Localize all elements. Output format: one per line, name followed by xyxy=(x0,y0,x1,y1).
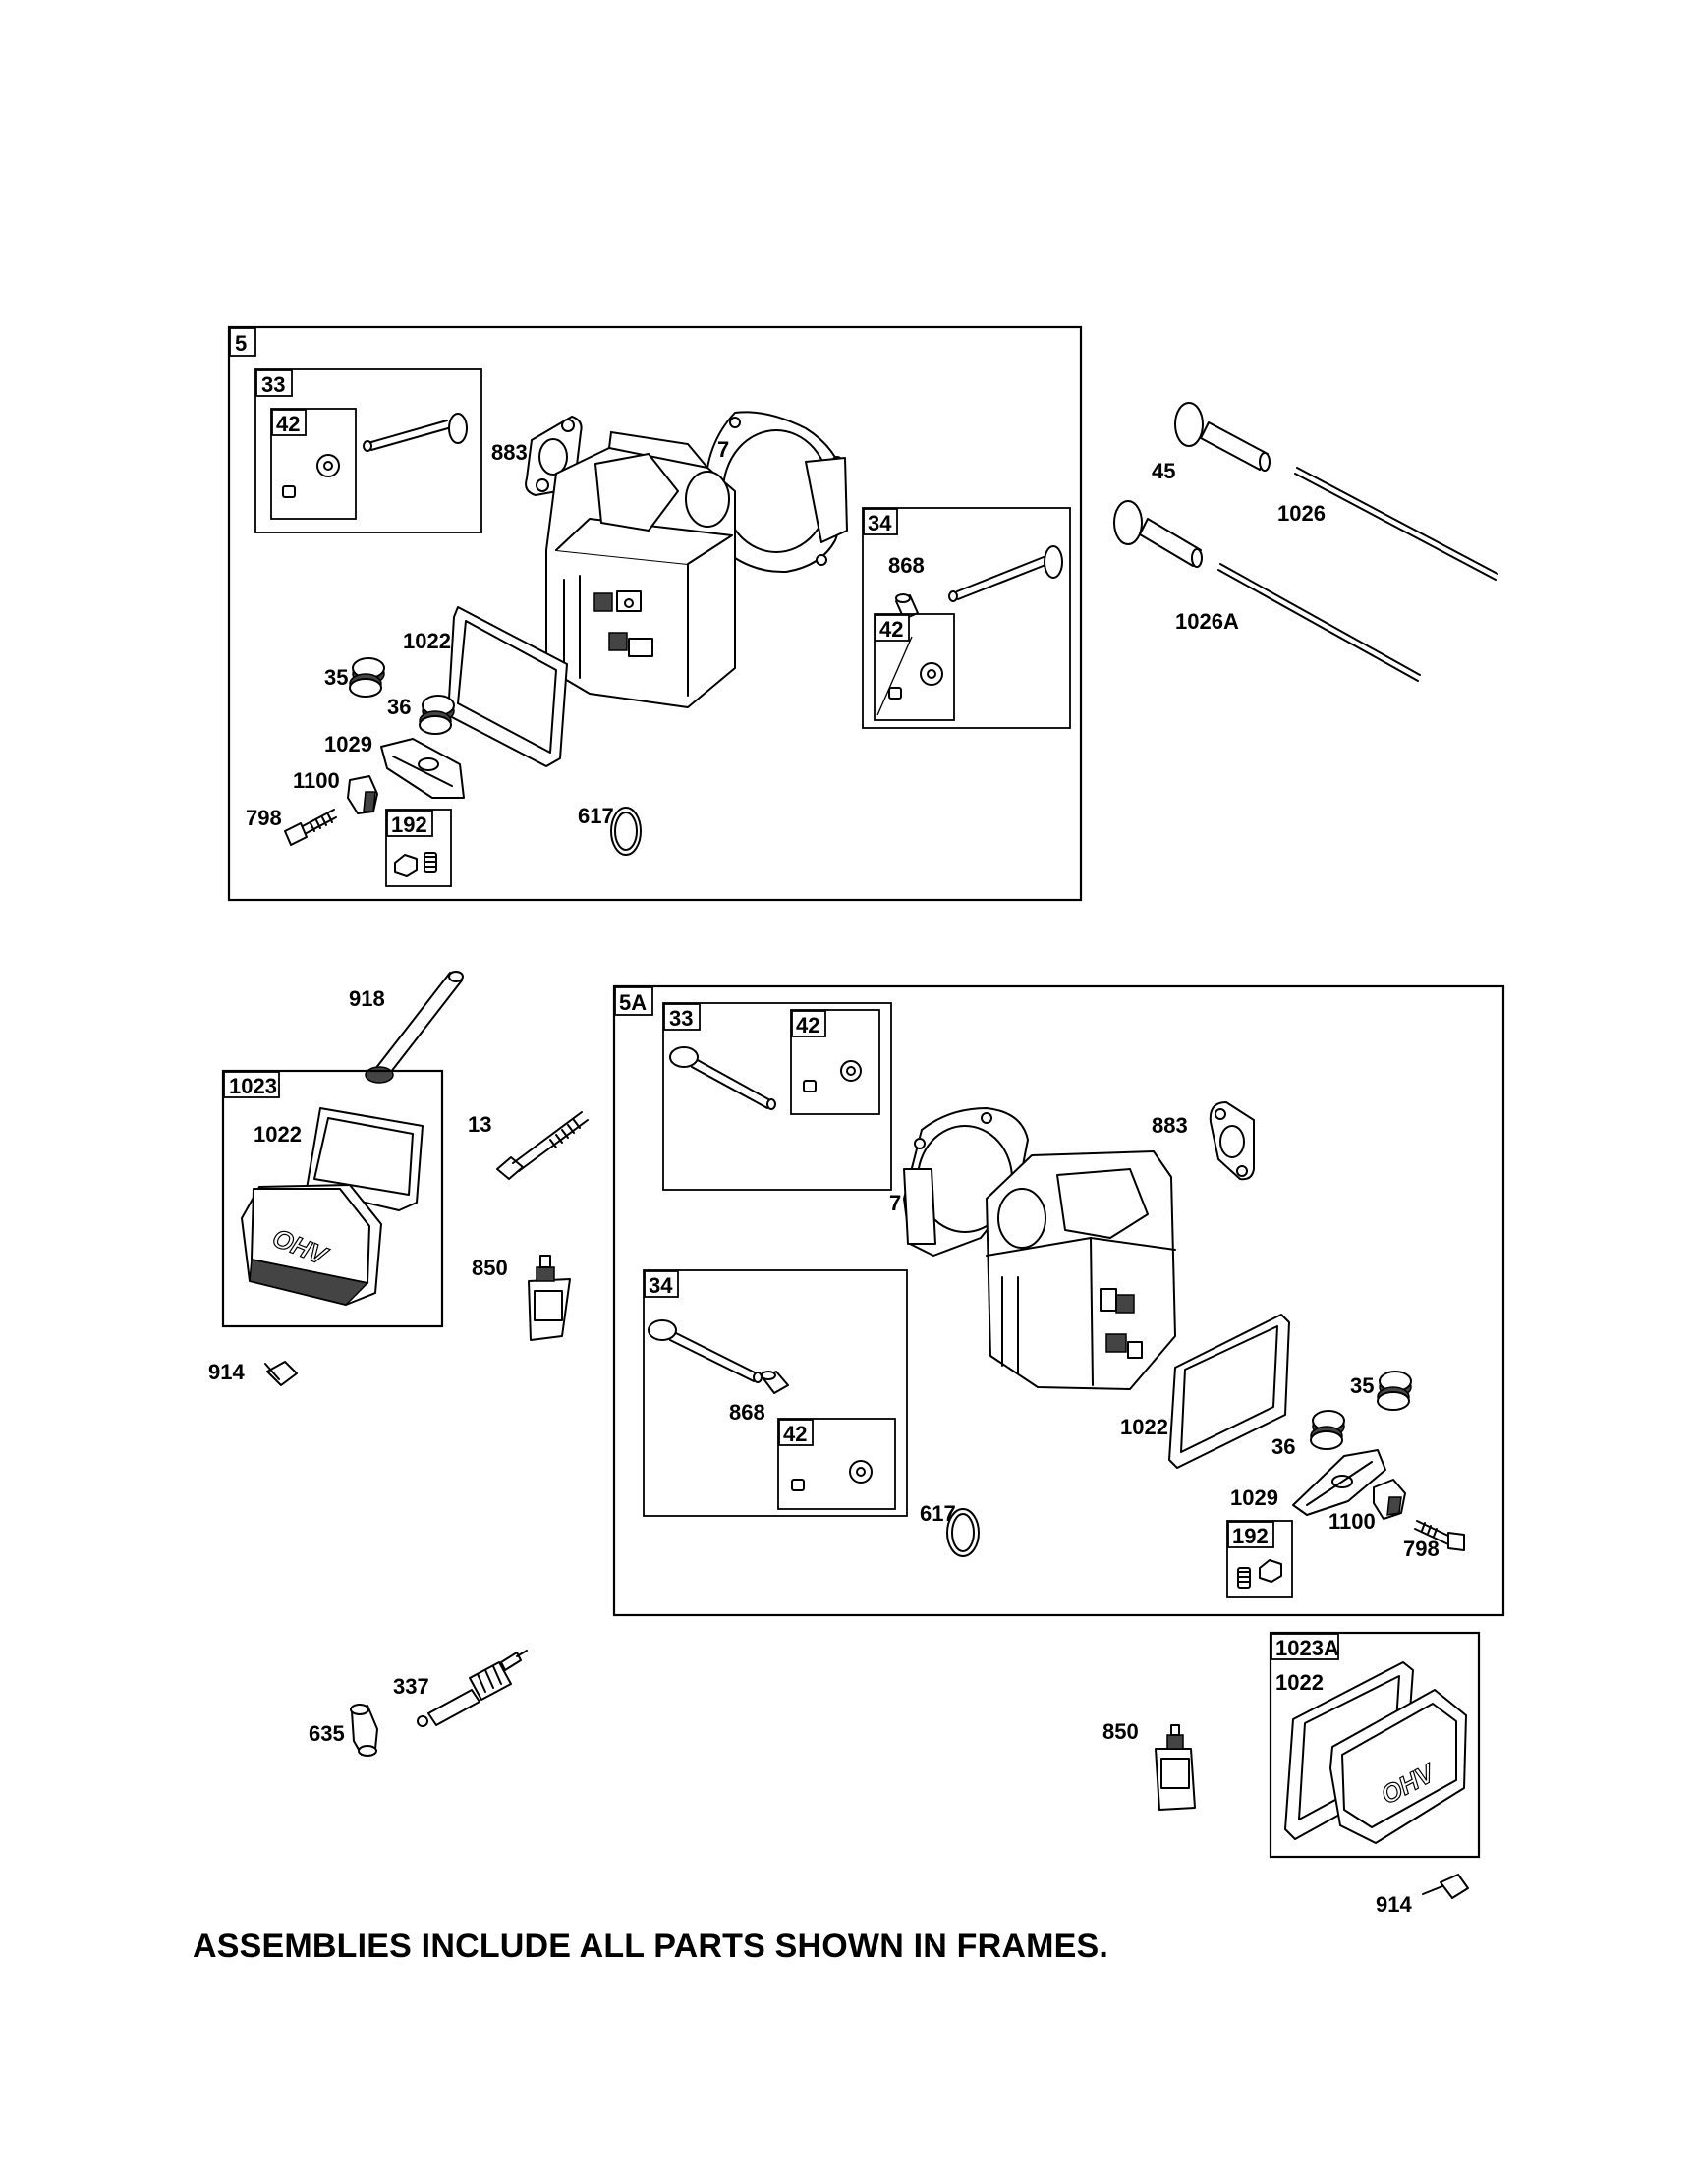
frame-5-tag: 5 xyxy=(235,331,247,356)
rocker-arm-1029 xyxy=(380,738,465,799)
label-850-right: 850 xyxy=(1102,1719,1139,1744)
valve-33-top xyxy=(363,413,468,452)
label-45: 45 xyxy=(1152,459,1175,483)
push-rod-1026 xyxy=(1294,467,1498,581)
label-868: 868 xyxy=(888,553,925,578)
valve-spring-36 xyxy=(419,695,455,735)
rocker-arm-1029-lower xyxy=(1292,1449,1386,1516)
svg-text:33: 33 xyxy=(669,1006,693,1031)
rocker-stud-798-lower xyxy=(1414,1520,1465,1551)
head-gasket-7-lower xyxy=(903,1107,1029,1257)
svg-text:1023: 1023 xyxy=(229,1074,277,1098)
label-883: 883 xyxy=(491,440,528,465)
label-914-right: 914 xyxy=(1376,1892,1412,1917)
push-rod-group: 45 1026 1026A xyxy=(1113,402,1498,682)
rocker-pivot-1100-lower xyxy=(1373,1479,1406,1520)
valve-34-top xyxy=(948,545,1063,602)
rocker-gasket-1022-lower xyxy=(1168,1314,1290,1469)
svg-text:34: 34 xyxy=(868,511,892,535)
valve-seal-868 xyxy=(895,593,919,620)
label-1026A: 1026A xyxy=(1175,609,1239,634)
frame-1023-rocker-cover: 1023 1022 OHV xyxy=(221,1069,444,1328)
spark-plug-boot-635 xyxy=(350,1704,378,1757)
push-rod-1026A xyxy=(1217,563,1421,682)
label-7: 7 xyxy=(717,437,729,462)
label-918: 918 xyxy=(349,986,385,1011)
svg-text:34: 34 xyxy=(649,1273,673,1298)
label-337: 337 xyxy=(393,1674,429,1699)
label-883-lower: 883 xyxy=(1152,1113,1188,1138)
svg-text:1023A: 1023A xyxy=(1275,1636,1339,1660)
label-1100: 1100 xyxy=(293,768,340,793)
rocker-stud-798 xyxy=(284,809,337,846)
svg-text:192: 192 xyxy=(391,812,427,837)
subframe-192: 192 xyxy=(385,809,452,887)
cylinder-head-lower xyxy=(986,1150,1176,1390)
label-635: 635 xyxy=(309,1721,345,1746)
svg-text:42: 42 xyxy=(276,412,300,436)
svg-text:192: 192 xyxy=(1232,1524,1269,1548)
label-7-lower: 7 xyxy=(889,1191,901,1215)
label-35-lower: 35 xyxy=(1350,1373,1374,1398)
label-1100-lower: 1100 xyxy=(1328,1509,1376,1534)
svg-text:42: 42 xyxy=(796,1013,819,1037)
label-36: 36 xyxy=(387,695,411,719)
exhaust-gasket-883-lower xyxy=(1209,1101,1255,1181)
frame-5A-assembly: 5A 33 42 7 xyxy=(612,984,1505,1617)
cylinder-head xyxy=(545,430,736,708)
label-1022-cover-lower: 1022 xyxy=(1275,1670,1324,1695)
label-1029-lower: 1029 xyxy=(1230,1485,1278,1510)
frame-5-assembly: 5 33 42 883 xyxy=(227,325,1083,902)
label-617-lower: 617 xyxy=(920,1501,956,1526)
valve-spring-35 xyxy=(349,657,385,698)
valve-spring-36-lower xyxy=(1310,1410,1345,1450)
svg-text:42: 42 xyxy=(879,617,903,642)
tappet-45-lower xyxy=(1113,500,1203,568)
svg-text:42: 42 xyxy=(783,1422,807,1446)
label-850-left: 850 xyxy=(472,1256,508,1280)
subframe-34-lower: 34 868 42 xyxy=(643,1269,908,1517)
valve-spring-35-lower xyxy=(1377,1371,1412,1411)
label-868-lower: 868 xyxy=(729,1400,765,1425)
head-gasket-7 xyxy=(704,411,848,574)
rocker-cover-lower: OHV xyxy=(1329,1689,1467,1844)
label-1026: 1026 xyxy=(1277,501,1326,526)
subframe-33-lower: 33 42 xyxy=(662,1002,892,1191)
label-35: 35 xyxy=(324,665,348,690)
label-617: 617 xyxy=(578,804,614,828)
spark-plug-337 xyxy=(417,1650,528,1727)
frame-1023A-rocker-cover: 1023A 1022 OHV xyxy=(1269,1631,1481,1859)
screw-914-left xyxy=(264,1361,298,1386)
subframe-34: 34 868 42 xyxy=(862,507,1071,729)
label-1022: 1022 xyxy=(403,629,451,653)
screw-914-right xyxy=(1422,1874,1469,1899)
subframe-33: 33 42 xyxy=(254,368,482,533)
label-914-left: 914 xyxy=(208,1360,245,1384)
label-13: 13 xyxy=(468,1112,491,1137)
tappet-45-upper xyxy=(1174,402,1271,472)
svg-text:33: 33 xyxy=(261,372,285,397)
subframe-192-lower: 192 xyxy=(1226,1520,1293,1598)
label-1029: 1029 xyxy=(324,732,372,756)
label-1022-cover: 1022 xyxy=(254,1122,302,1147)
bolt-13 xyxy=(496,1111,589,1180)
rocker-cover: OHV xyxy=(241,1184,382,1306)
sealant-tube-850-right xyxy=(1155,1724,1196,1811)
label-1022-lower: 1022 xyxy=(1120,1415,1168,1439)
assembly-footnote: ASSEMBLIES INCLUDE ALL PARTS SHOWN IN FR… xyxy=(193,1928,1109,1965)
svg-text:5A: 5A xyxy=(619,990,647,1015)
label-36-lower: 36 xyxy=(1271,1434,1295,1459)
label-798-lower: 798 xyxy=(1403,1537,1440,1561)
sealant-tube-850-left xyxy=(528,1255,571,1341)
rocker-gasket-1022 xyxy=(447,606,568,767)
label-798: 798 xyxy=(246,806,282,830)
rocker-pivot-1100 xyxy=(347,775,378,814)
valve-seal-868-lower xyxy=(761,1371,789,1394)
